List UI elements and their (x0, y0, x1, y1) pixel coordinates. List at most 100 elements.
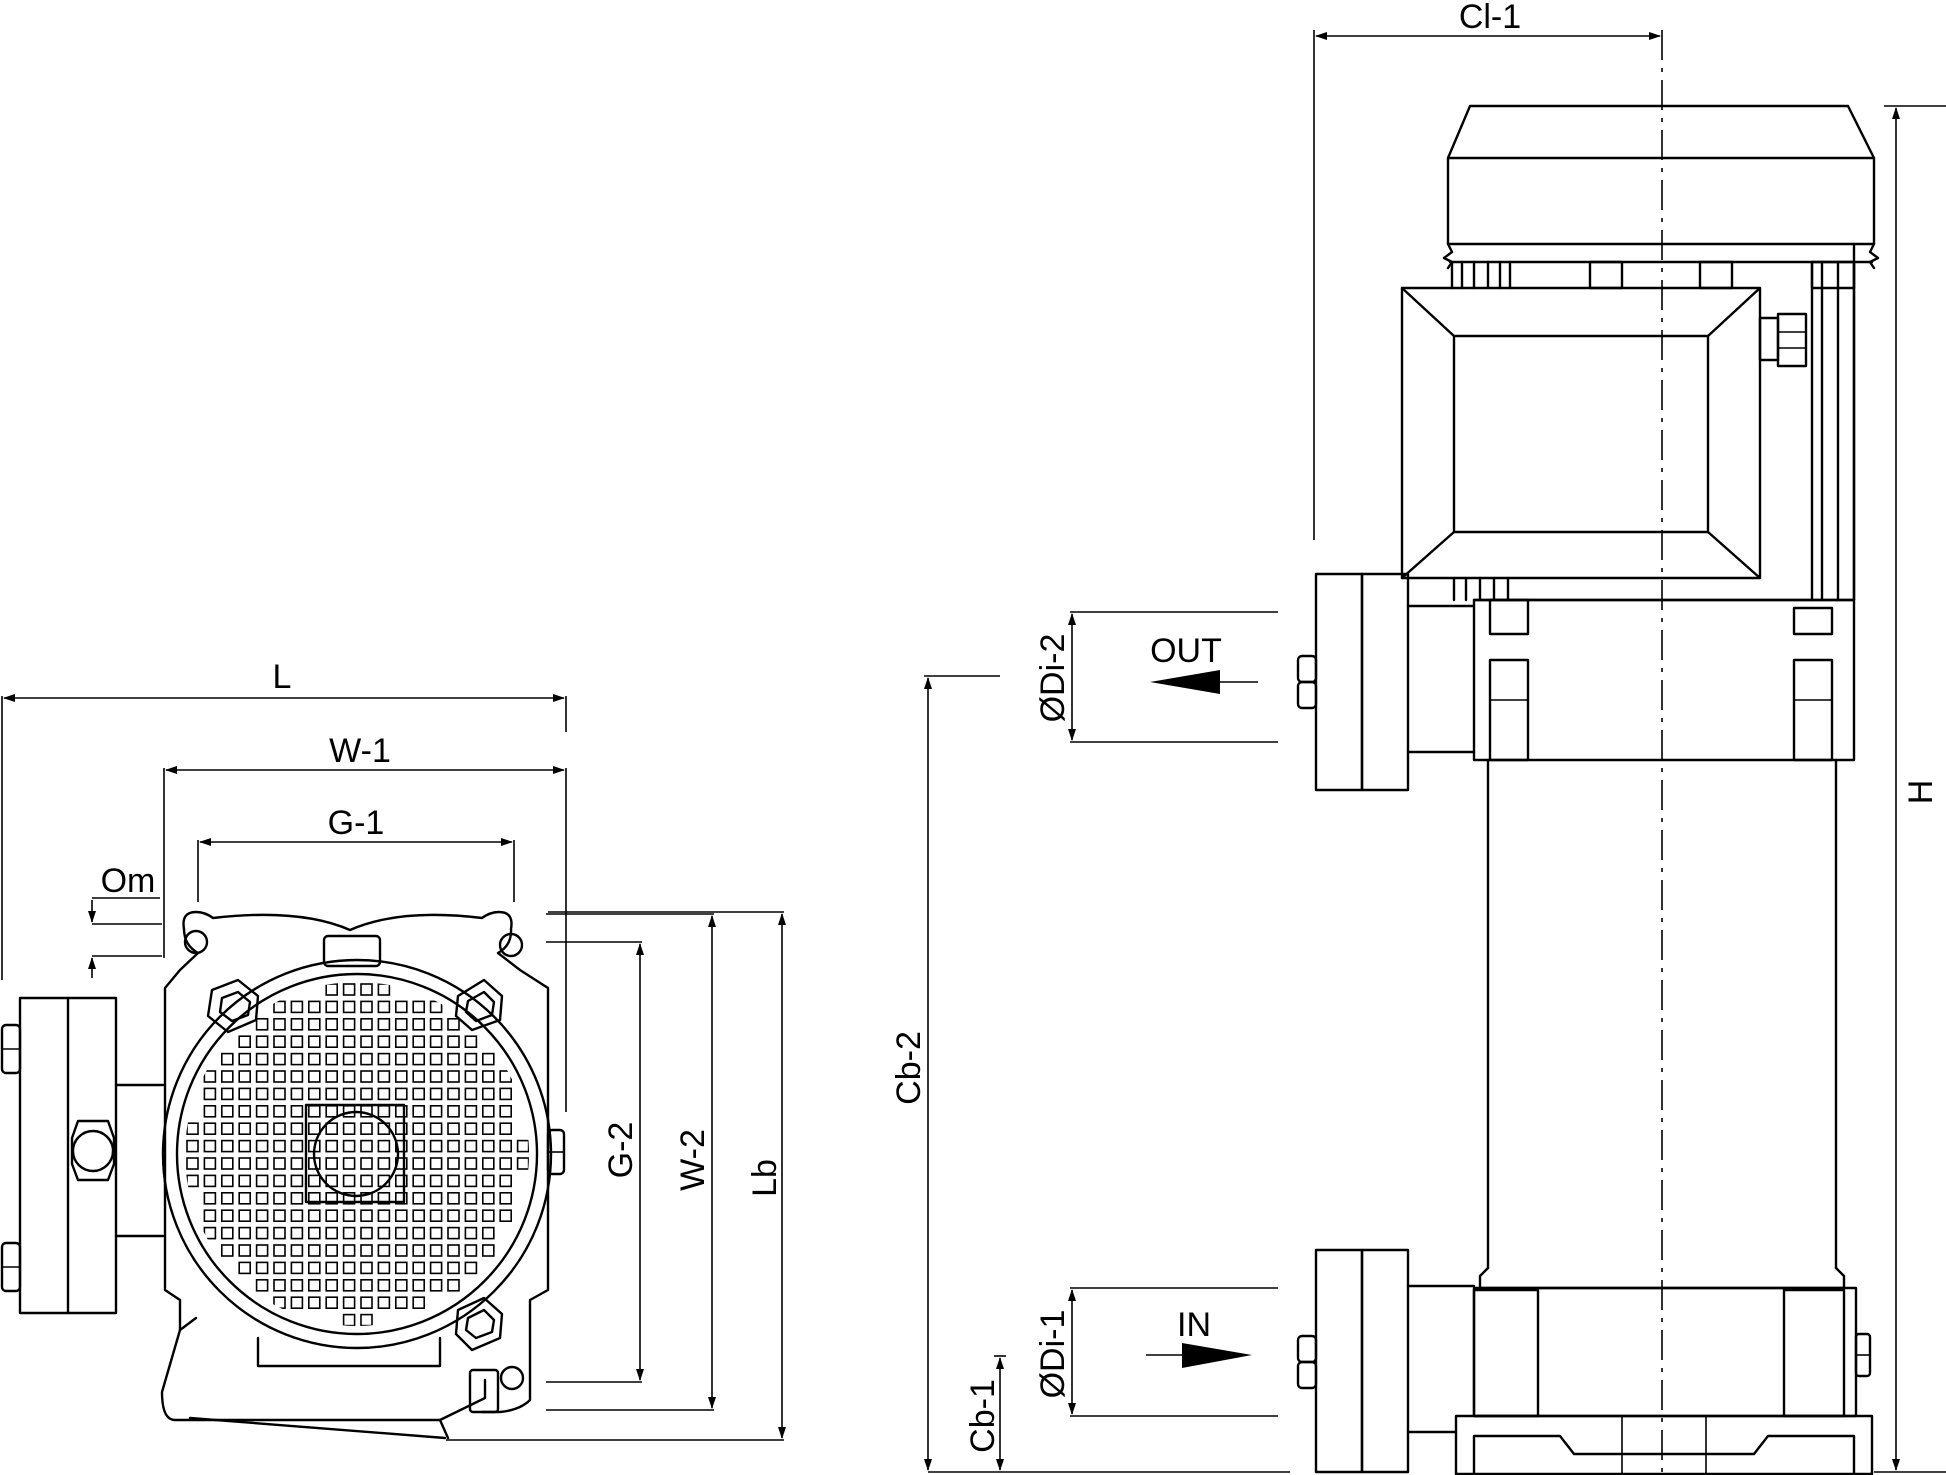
fan-grid-cell (412, 1017, 426, 1031)
inlet-flange-top-view (0, 996, 165, 1315)
fan-grid-cell (464, 1087, 478, 1101)
fan-grid-cell (394, 1226, 408, 1240)
fan-grid-cell (325, 1122, 339, 1135)
fan-grid-cell (203, 1139, 217, 1153)
fan-grid-cell (412, 1070, 426, 1083)
fan-grid-cell (307, 1105, 321, 1118)
fan-grid-cell (221, 1122, 234, 1135)
fan-grid-cell (325, 1157, 339, 1170)
fan-grid-cell (481, 1226, 495, 1240)
fan-grid-cell (360, 1035, 373, 1048)
fan-grid-cell (273, 1244, 286, 1257)
fan-grid-cell (499, 1157, 513, 1170)
fan-grid-cell (186, 1139, 199, 1153)
fan-grid-cell (255, 1070, 269, 1083)
fan-grid-cell (342, 1122, 356, 1135)
fan-grid-cell (273, 1279, 286, 1292)
fan-grid-cell (499, 1087, 513, 1101)
fan-grid-cell (447, 1105, 460, 1118)
fan-grid-cell (429, 1052, 443, 1066)
fan-grid-cell (255, 1122, 269, 1135)
fan-grid-cell (255, 1261, 269, 1275)
fan-grid-cell (221, 1209, 234, 1222)
fan-grid-cell (273, 1070, 286, 1083)
fan-grid-cell (394, 1017, 408, 1031)
fan-grid-cell (429, 1139, 443, 1153)
fan-grid-cell (238, 1226, 251, 1240)
fan-grid-cell (412, 1261, 426, 1275)
fan-grid-cell (203, 1087, 217, 1101)
fan-grid-cell (255, 1192, 269, 1205)
fan-grid-cell (290, 1261, 304, 1275)
fan-grid-cell (377, 1017, 391, 1031)
fan-grid-cell (325, 1035, 339, 1048)
fan-grid-cell (307, 1226, 321, 1240)
fan-grid-cell (360, 1244, 373, 1257)
fan-grid-cell (290, 1000, 304, 1014)
fan-grid-cell (342, 1070, 356, 1083)
label-Di1: ØDi-1 (1034, 1310, 1072, 1399)
label-Cb1: Cb-1 (964, 1379, 1002, 1453)
fan-grid-cell (464, 1122, 478, 1135)
fan-grid-cell (290, 1105, 304, 1118)
fan-grid-cell (307, 1052, 321, 1066)
fan-grid-cell (342, 1052, 356, 1066)
fan-grid-cell (307, 1000, 321, 1014)
fan-grid-cell (290, 1070, 304, 1083)
fan-grid-cell (447, 1279, 460, 1292)
fan-grid-cell (290, 1279, 304, 1292)
fan-grid-cell (325, 1209, 339, 1222)
fan-grid-cell (325, 983, 339, 996)
fan-grid-cell (360, 983, 373, 996)
fan-grid-cell (447, 1192, 460, 1205)
fan-grid-cell (342, 1209, 356, 1222)
fan-grid-cell (342, 1296, 356, 1309)
fan-grid-cell (203, 1226, 217, 1240)
fan-grid-cell (481, 1070, 495, 1083)
fan-grid-cell (307, 1070, 321, 1083)
fan-grid-cell (481, 1209, 495, 1222)
fan-grid-cell (238, 1035, 251, 1048)
fan-grid-cell (447, 1122, 460, 1135)
fan-grid-cell (412, 1122, 426, 1135)
fan-grid-cell (255, 1087, 269, 1101)
fan-grid-cell (203, 1209, 217, 1222)
fan-grid-cell (238, 1192, 251, 1205)
fan-grid-cell (377, 1070, 391, 1083)
fan-grid-cell (464, 1157, 478, 1170)
fan-grid-cell (412, 1192, 426, 1205)
fan-grid-cell (394, 1209, 408, 1222)
fan-grid-cell (412, 1139, 426, 1153)
fan-grid-cell (394, 1244, 408, 1257)
fan-grid-cell (255, 1244, 269, 1257)
fan-grid-cell (464, 1139, 478, 1153)
fan-grid-cell (429, 1122, 443, 1135)
fan-grid-cell (394, 1035, 408, 1048)
fan-grid-cell (203, 1174, 217, 1188)
fan-grid-cell (464, 1226, 478, 1240)
fan-grid-cell (342, 1192, 356, 1205)
fan-grid-cell (273, 1035, 286, 1048)
label-W1: W-1 (329, 732, 391, 770)
fan-grid-cell (221, 1052, 234, 1066)
fan-grid-cell (377, 1279, 391, 1292)
fan-grid-cell (273, 1017, 286, 1031)
fan-grid-cell (307, 1209, 321, 1222)
fan-grid-cell (203, 1192, 217, 1205)
pump-base (1454, 1286, 1874, 1475)
fan-grid-cell (238, 1070, 251, 1083)
fan-grid-cell (360, 1226, 373, 1240)
fan-grid-cell (412, 1226, 426, 1240)
fan-grid-cell (360, 1174, 373, 1188)
fan-grid-cell (290, 1192, 304, 1205)
fan-grid-cell (290, 1122, 304, 1135)
fan-grid-cell (360, 1087, 373, 1101)
fan-grid-cell (307, 1122, 321, 1135)
fan-grid-cell (499, 1174, 513, 1188)
fan-grid-cell (447, 1226, 460, 1240)
fan-grid-cell (255, 1279, 269, 1292)
fan-grid-cell (516, 1157, 529, 1170)
fan-grid-cell (342, 1017, 356, 1031)
label-Cl1: Cl-1 (1459, 0, 1521, 36)
fan-grid-cell (429, 1279, 443, 1292)
